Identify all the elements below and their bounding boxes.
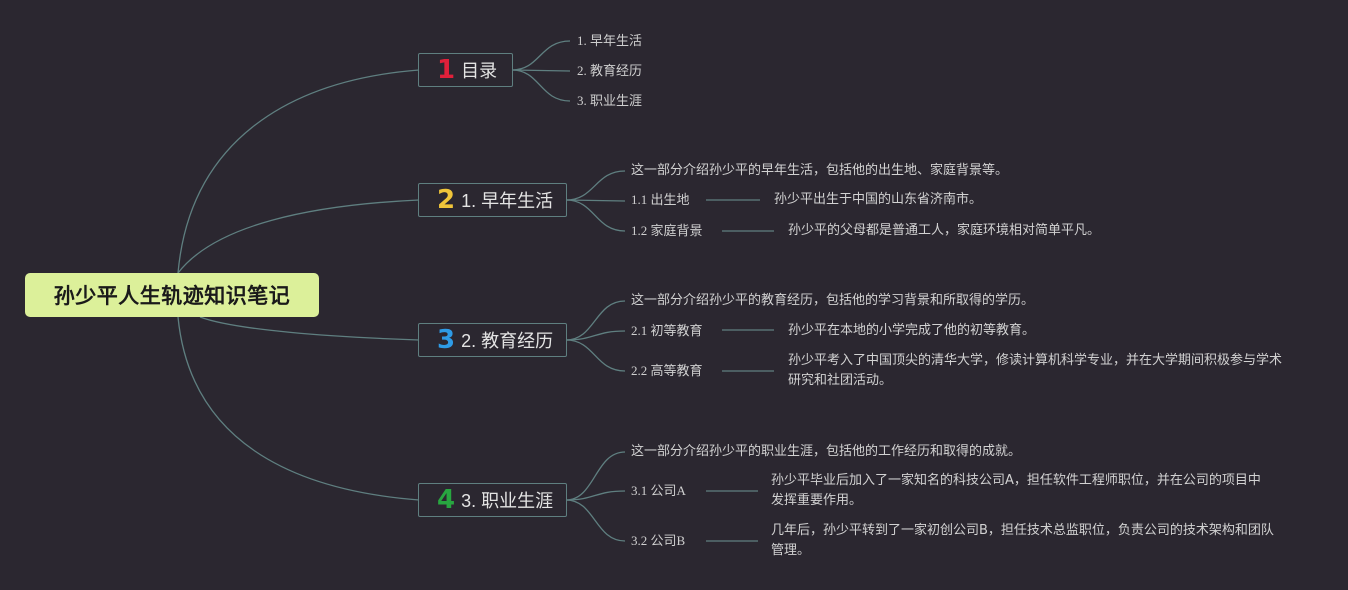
connector-b3-intro [565,300,626,341]
branch-label: 3. 职业生涯 [461,491,554,511]
education-intro[interactable]: 这一部分介绍孙少平的教育经历，包括他的学习背景和所取得的学历。 [631,293,1035,308]
toc-item-3[interactable]: 3. 职业生涯 [577,93,643,108]
connector-b4-sub-2 [565,499,626,542]
connector-b4-sub-1 [565,490,626,501]
sub-family-background[interactable]: 1.2 家庭背景 [631,223,703,238]
connector-root-branch-1 [177,69,420,274]
connector-root-branch-2 [177,199,420,274]
connector-root-branch-4 [177,316,420,501]
company-b-detail[interactable]: 几年后，孙少平转到了一家初创公司B，担任技术总监职位，负责公司的技术架构和团队管… [771,523,1274,558]
sub-higher-education[interactable]: 2.2 高等教育 [631,363,703,378]
number-4-icon: 4 [437,485,456,515]
connector-root-branch-3 [199,316,420,341]
root-title: 孙少平人生轨迹知识笔记 [53,284,291,308]
birthplace-detail[interactable]: 孙少平出生于中国的山东省济南市。 [774,192,983,207]
toc-item-2[interactable]: 2. 教育经历 [577,63,643,78]
higher-education-detail[interactable]: 孙少平考入了中国顶尖的清华大学，修读计算机科学专业，并在大学期间积极参与学术研究… [788,353,1283,388]
primary-education-detail[interactable]: 孙少平在本地的小学完成了他的初等教育。 [788,323,1036,338]
connector-b3-sub-2 [565,339,626,372]
connector-b1-item-3 [511,69,571,102]
root-node[interactable]: 孙少平人生轨迹知识笔记 [25,273,319,317]
family-background-detail[interactable]: 孙少平的父母都是普通工人，家庭环境相对简单平凡。 [788,223,1101,238]
connector-b2-sub-1 [565,199,626,202]
connector-b2-intro [565,170,626,201]
connector-b4-intro [565,451,626,501]
branch-label: 目录 [461,61,498,81]
company-a-detail[interactable]: 孙少平毕业后加入了一家知名的科技公司A，担任软件工程师职位，并在公司的项目中发挥… [771,473,1261,508]
connector-b1-item-2 [511,69,571,72]
career-intro[interactable]: 这一部分介绍孙少平的职业生涯，包括他的工作经历和取得的成就。 [631,444,1022,459]
branch-node-early-life[interactable]: 2 1. 早年生活 [418,183,567,217]
sub-birthplace[interactable]: 1.1 出生地 [631,192,690,207]
branch-label: 2. 教育经历 [461,331,554,351]
branch-label: 1. 早年生活 [461,191,554,211]
connector-b2-sub-2 [565,199,626,232]
connector-b1-item-1 [511,40,571,71]
branch-node-career[interactable]: 4 3. 职业生涯 [418,483,567,517]
sub-company-b[interactable]: 3.2 公司B [631,533,686,548]
number-2-icon: 2 [437,185,456,215]
toc-item-1[interactable]: 1. 早年生活 [577,33,643,48]
sub-company-a[interactable]: 3.1 公司A [631,483,686,498]
number-3-icon: 3 [437,325,456,355]
branch-node-contents[interactable]: 1 目录 [418,53,513,87]
connector-b3-sub-1 [565,330,626,341]
branch-node-education[interactable]: 3 2. 教育经历 [418,323,567,357]
early-life-intro[interactable]: 这一部分介绍孙少平的早年生活，包括他的出生地、家庭背景等。 [631,163,1009,178]
number-1-icon: 1 [437,55,456,85]
sub-primary-education[interactable]: 2.1 初等教育 [631,323,703,338]
